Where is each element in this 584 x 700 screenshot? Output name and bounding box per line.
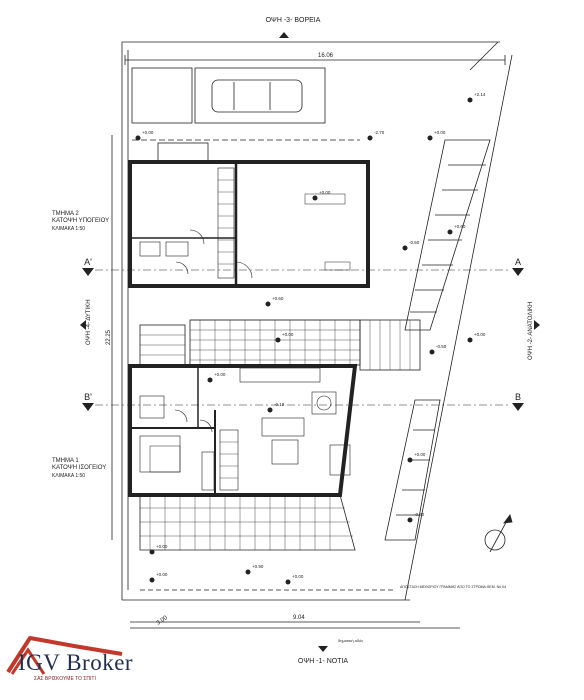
west-view-label: ΟΨΗ -4- ΔΥΤΙΚΗ (86, 299, 92, 345)
section-b-left: B' (84, 392, 92, 402)
level-label: +0.00 (282, 332, 294, 337)
part1-scale: ΚΛΙΜΑΚΑ 1:50 (52, 473, 85, 479)
level-label: +0.00 (474, 332, 486, 337)
level-label: +0.90 (252, 564, 264, 569)
north-arrow-icon (484, 514, 513, 553)
dim-top: 16.06 (318, 53, 334, 59)
level-label: -0.50 (409, 240, 420, 245)
level-label: +0.00 (292, 574, 304, 579)
level-label: +0.00 (319, 190, 331, 195)
ground-floor-walls (128, 364, 358, 497)
level-label: +0.00 (434, 130, 446, 135)
level-label: -0.10 (274, 402, 285, 407)
level-label: +0.00 (214, 372, 226, 377)
level-label: -0.50 (436, 344, 447, 349)
part1-sub: ΚΑΤΟΨΗ ΙΣΟΓΕΙΟΥ (52, 465, 106, 471)
dim-bottom-left: 3.00 (156, 615, 170, 627)
basement-walls (128, 160, 370, 288)
boundary-note: ΑΠΟΣΤΑΣΗ ΜΕΘΟΡΙΟΥ ΓΡΑΜΜΗΣ ΑΠΟ ΤΟ ΣΤΡΩΜΑ … (400, 585, 506, 589)
level-label: +0.60 (454, 224, 466, 229)
brand-tagline: ΣΑΣ ΒΡΙΣΚΟΥΜΕ ΤΟ ΣΠΙΤΙ (34, 676, 96, 682)
part2-sub: ΚΑΤΟΨΗ ΥΠΟΓΕΙΟΥ (52, 218, 109, 224)
level-label: +0.60 (272, 296, 284, 301)
section-a-right: A (515, 257, 521, 267)
level-label: +0.00 (142, 130, 154, 135)
dim-left: 22.25 (106, 329, 112, 345)
level-label: +0.00 (156, 572, 168, 577)
part1-title: ΤΜΗΜΑ 1 (52, 458, 79, 464)
south-view-label: ΟΨΗ -1- ΝΟΤΙΑ (298, 658, 349, 665)
part2-scale: ΚΛΙΜΑΚΑ 1:50 (52, 226, 85, 232)
level-label: -0.30 (414, 512, 425, 517)
level-label: -2.70 (374, 130, 385, 135)
level-label: +2.14 (474, 92, 486, 97)
road-label: δημοτική οδός (338, 638, 363, 643)
level-label: +0.00 (156, 544, 168, 549)
part2-title: ΤΜΗΜΑ 2 (52, 211, 79, 217)
brand-logo (6, 636, 123, 675)
section-a-left: A' (84, 257, 92, 267)
level-label: +0.00 (414, 452, 426, 457)
east-view-label: ΟΨΗ -2- ΑΝΑΤΟΛΙΚΗ (528, 302, 534, 360)
section-b-right: B (515, 392, 521, 402)
brand-name: IGV Broker (18, 650, 134, 675)
north-view-label: ΟΨΗ -3- ΒΟΡΕΙΑ (266, 17, 321, 24)
dim-bottom: 9.04 (293, 615, 305, 621)
